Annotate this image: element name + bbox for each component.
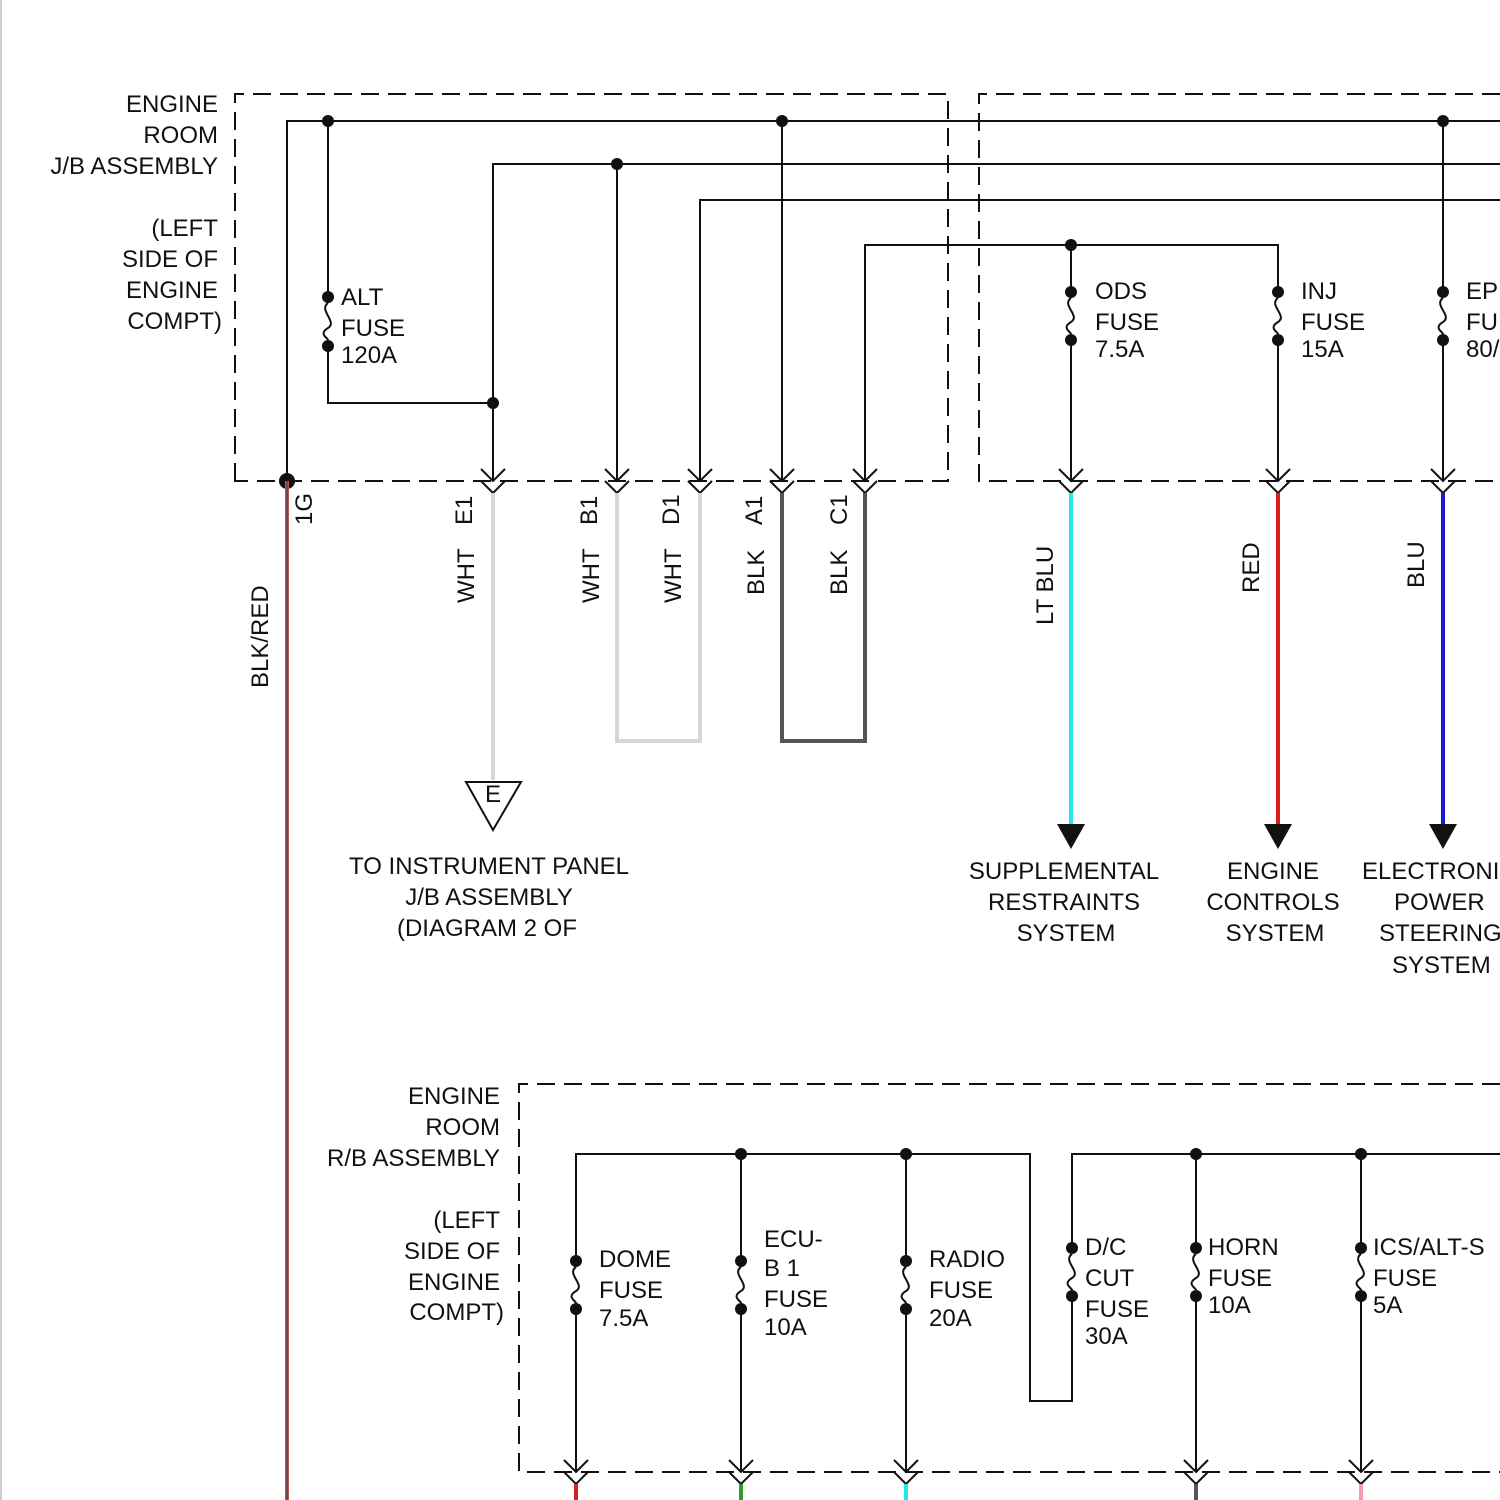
dest-engine-2: CONTROLS [1206,889,1339,916]
rb-label-line-1: ENGINE [408,1083,500,1110]
rb-internal-wiring [576,1154,1500,1472]
dest-srs-1: SUPPLEMENTAL [969,858,1159,885]
pin-c1: C1 [826,494,853,525]
fuse-ecu-b1-label-2: B 1 [764,1255,800,1282]
fuse-horn-label-1: HORN [1208,1234,1279,1261]
fuse-inj-label-3: 15A [1301,336,1344,363]
fuse-ecu-b1-label-1: ECU- [764,1226,823,1253]
fuse-radio-label-2: FUSE [929,1277,993,1304]
fuse-dc-cut-label-1: D/C [1085,1234,1126,1261]
fuse-ecu-b1-symbol [735,1255,747,1315]
rb-location-line-3: ENGINE [408,1269,500,1296]
fuse-ics-alt-s-label-2: FUSE [1373,1265,1437,1292]
dest-engine-3: SYSTEM [1226,920,1325,947]
jb-location-line-1: (LEFT [151,215,218,242]
fuse-ods-label-3: 7.5A [1095,336,1144,363]
pin-e1: E1 [451,496,478,525]
wire-color-blu: BLU [1403,541,1430,588]
rb-frame [519,1084,1500,1472]
rb-label-line-3: R/B ASSEMBLY [327,1145,500,1172]
wire-color-lt-blu: LT BLU [1032,546,1059,625]
fuse-alt-symbol [322,291,334,352]
fuse-dome-symbol [570,1255,582,1315]
fuse-radio-symbol [900,1255,912,1315]
fuse-eps-label-3: 80/ [1466,336,1500,363]
reference-label-3: (DIAGRAM 2 OF [397,915,577,942]
fuse-radio-label-1: RADIO [929,1246,1005,1273]
fuse-ods-symbol [1065,286,1077,346]
fuse-eps-symbol [1437,286,1449,346]
fuse-dc-cut-label-2: CUT [1085,1265,1135,1292]
fuse-ods-label-2: FUSE [1095,309,1159,336]
jb-connector-symbols [481,469,1455,493]
wire-color-c1: BLK [826,550,853,595]
dest-engine-1: ENGINE [1227,858,1319,885]
arrow-down-icon [1264,824,1292,849]
fuse-horn-label-3: 10A [1208,1292,1251,1319]
fuse-ics-alt-s-label-3: 5A [1373,1292,1402,1319]
fuse-ics-alt-s-symbol [1355,1242,1367,1302]
dest-eps-1: ELECTRONI [1362,858,1499,885]
fuse-dc-cut-label-4: 30A [1085,1323,1128,1350]
wire-color-a1: BLK [743,550,770,595]
arrow-down-icon [1057,824,1085,849]
dest-eps-4: SYSTEM [1392,952,1491,979]
fuse-eps-label-1: EP [1466,278,1498,305]
rb-location-line-2: SIDE OF [404,1238,500,1265]
fuse-horn-label-2: FUSE [1208,1265,1272,1292]
fuse-alt-label-3: 120A [341,342,397,369]
rb-label-line-2: ROOM [425,1114,500,1141]
dest-eps-2: POWER [1394,889,1485,916]
fuse-inj-symbol [1272,286,1284,346]
fuse-horn-symbol [1190,1242,1202,1302]
pin-a1: A1 [741,496,768,525]
fuse-dc-cut-label-3: FUSE [1085,1296,1149,1323]
wire-color-red: RED [1238,542,1265,593]
jb-location-line-3: ENGINE [126,277,218,304]
jb-frame-right [979,94,1500,481]
wire-color-blk-red: BLK/RED [247,585,274,688]
jb-label-line-1: ENGINE [126,91,218,118]
fuse-dome-label-2: FUSE [599,1277,663,1304]
reference-label-1: TO INSTRUMENT PANEL [349,853,629,880]
fuse-alt-label-2: FUSE [341,315,405,342]
fuse-dome-label-3: 7.5A [599,1305,648,1332]
wire-color-b1: WHT [578,548,605,603]
fuse-dc-cut-symbol [1066,1242,1078,1302]
reference-label-2: J/B ASSEMBLY [405,884,573,911]
fuse-ods-label-1: ODS [1095,278,1147,305]
dest-srs-3: SYSTEM [1017,920,1116,947]
fuse-inj-label-1: INJ [1301,278,1337,305]
pin-d1: D1 [658,494,685,525]
rb-location-line-1: (LEFT [433,1207,500,1234]
dest-eps-3: STEERING [1379,920,1500,947]
pin-b1: B1 [576,496,603,525]
wire-color-d1: WHT [660,548,687,603]
fuse-eps-label-2: FU [1466,309,1498,336]
dest-srs-2: RESTRAINTS [988,889,1140,916]
fuse-radio-label-3: 20A [929,1305,972,1332]
jb-location-line-2: SIDE OF [122,246,218,273]
fuse-dome-label-1: DOME [599,1246,671,1273]
fuse-ecu-b1-label-3: FUSE [764,1286,828,1313]
rb-location-line-4: COMPT) [409,1299,504,1326]
fuse-alt-label-1: ALT [341,284,384,311]
reference-letter: E [485,781,501,808]
jb-location-line-4: COMPT) [127,308,222,335]
pin-1g: 1G [291,493,318,525]
fuse-ecu-b1-label-4: 10A [764,1314,807,1341]
wire-wht-b1-d1-loop [617,493,700,741]
jb-label-line-2: ROOM [143,122,218,149]
wire-blk-a1-c1-loop [782,493,865,741]
wire-color-e1: WHT [453,548,480,603]
jb-label-line-3: J/B ASSEMBLY [50,153,218,180]
fuse-inj-label-2: FUSE [1301,309,1365,336]
fuse-ics-alt-s-label-1: ICS/ALT-S [1373,1234,1485,1261]
arrow-down-icon [1429,824,1457,849]
